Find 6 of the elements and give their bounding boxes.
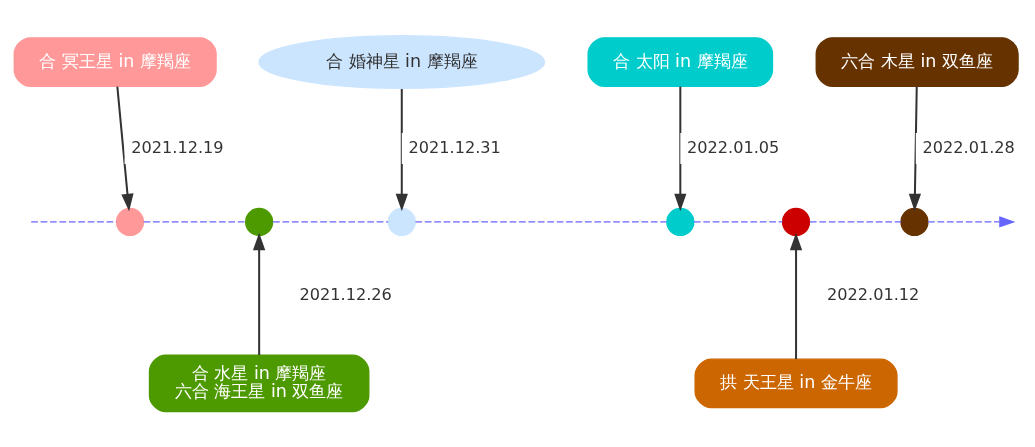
edge-label: 2021.12.26 bbox=[299, 285, 392, 305]
edge-label: 2021.12.19 bbox=[131, 138, 224, 158]
edge-label: 2022.01.12 bbox=[826, 285, 920, 305]
edge-label: 2022.01.05 bbox=[687, 138, 780, 158]
edge-label: 2021.12.31 bbox=[408, 138, 501, 158]
edge-label: 2022.01.28 bbox=[922, 138, 1015, 158]
